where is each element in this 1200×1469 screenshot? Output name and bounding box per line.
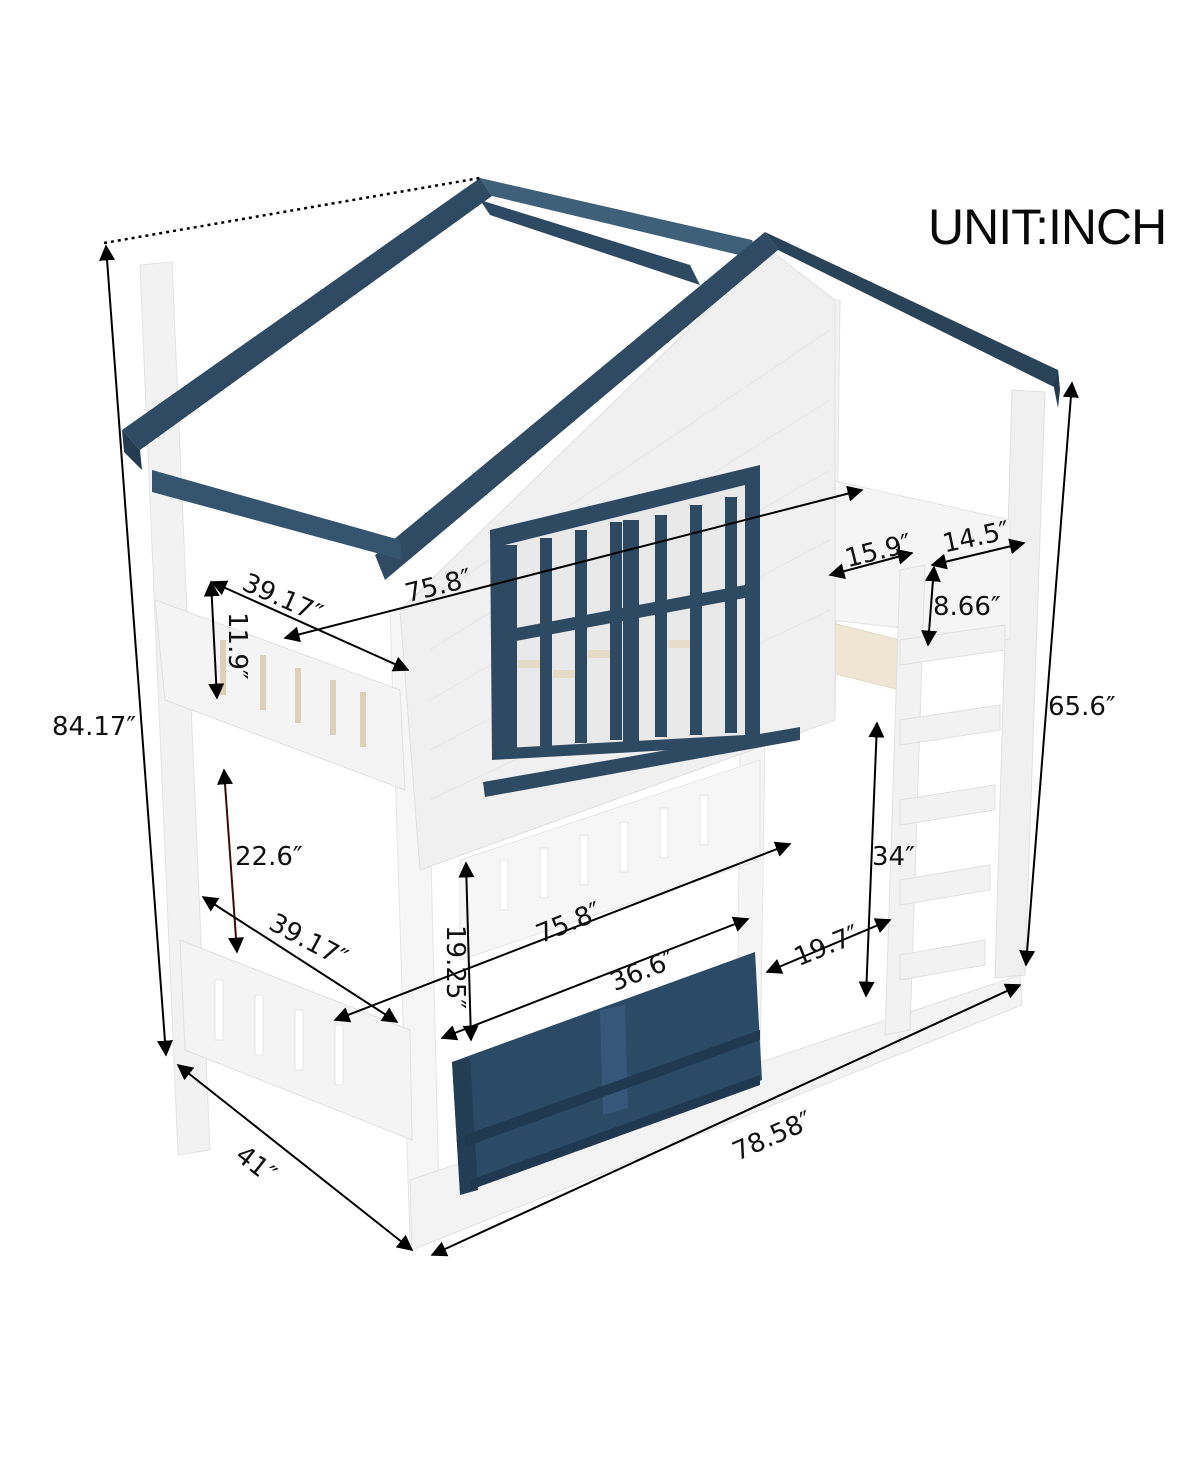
dim-ladder-rail-height: 8.66″: [933, 592, 1001, 622]
dim-ladder-height: 65.6″: [1048, 692, 1116, 722]
ladder: [884, 564, 1006, 1036]
shelf-board: [483, 727, 800, 797]
dim-bunk-clearance: 22.6″: [235, 842, 303, 872]
dimension-lines: [99, 176, 1079, 1257]
dim-lower-ladder-height: 34″: [872, 842, 915, 872]
dim-bottom-guardrail-height: 19.25″: [440, 925, 470, 1010]
dim-top-guardrail-height: 11.9″: [222, 612, 252, 680]
dim-overall-height: 84.17″: [52, 712, 137, 742]
unit-title: UNIT:INCH: [928, 199, 1167, 255]
roof: [122, 178, 1060, 580]
